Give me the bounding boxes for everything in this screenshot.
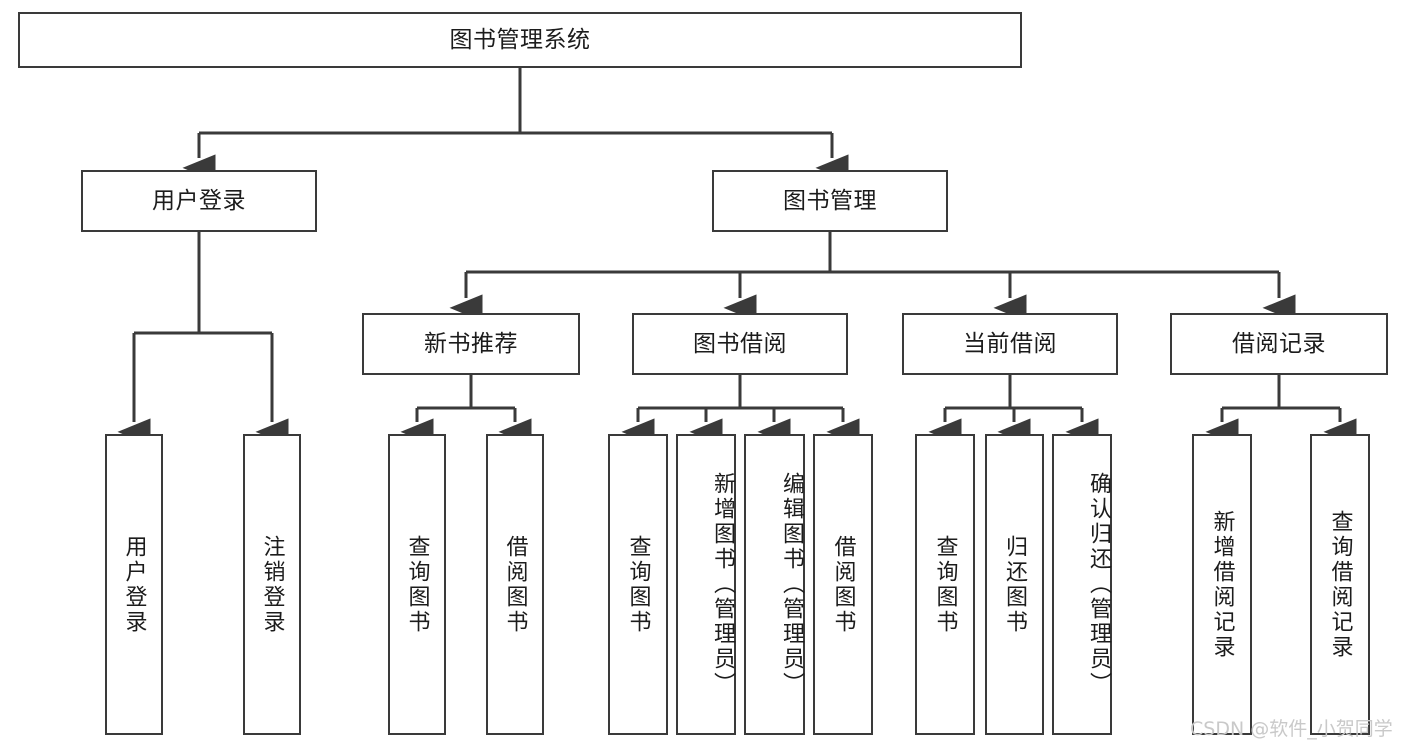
node-root[interactable]: 图书管理系统: [18, 12, 1022, 68]
node-level3-borrow-record[interactable]: 借阅记录: [1170, 313, 1388, 375]
leaf-confirm-return-admin[interactable]: 确认归还（管理员）: [1052, 434, 1112, 735]
leaf-add-borrow-record[interactable]: 新增借阅记录: [1192, 434, 1252, 735]
leaf-query-book-current[interactable]: 查询图书: [915, 434, 975, 735]
node-level3-current-borrow[interactable]: 当前借阅: [902, 313, 1118, 375]
leaf-user-login[interactable]: 用户登录: [105, 434, 163, 735]
leaf-query-book-recommend[interactable]: 查询图书: [388, 434, 446, 735]
csdn-watermark: CSDN @软件_小贺同学: [1190, 718, 1393, 740]
leaf-logout[interactable]: 注销登录: [243, 434, 301, 735]
leaf-query-book-borrow[interactable]: 查询图书: [608, 434, 668, 735]
node-level3-book-borrow[interactable]: 图书借阅: [632, 313, 848, 375]
node-level2-book-management[interactable]: 图书管理: [712, 170, 948, 232]
leaf-query-borrow-record[interactable]: 查询借阅记录: [1310, 434, 1370, 735]
leaf-edit-book-admin[interactable]: 编辑图书（管理员）: [744, 434, 805, 735]
node-level3-new-book-recommend[interactable]: 新书推荐: [362, 313, 580, 375]
leaf-return-book[interactable]: 归还图书: [985, 434, 1044, 735]
leaf-borrow-book[interactable]: 借阅图书: [813, 434, 873, 735]
node-level2-user-login[interactable]: 用户登录: [81, 170, 317, 232]
leaf-borrow-book-recommend[interactable]: 借阅图书: [486, 434, 544, 735]
leaf-add-book-admin[interactable]: 新增图书（管理员）: [676, 434, 736, 735]
